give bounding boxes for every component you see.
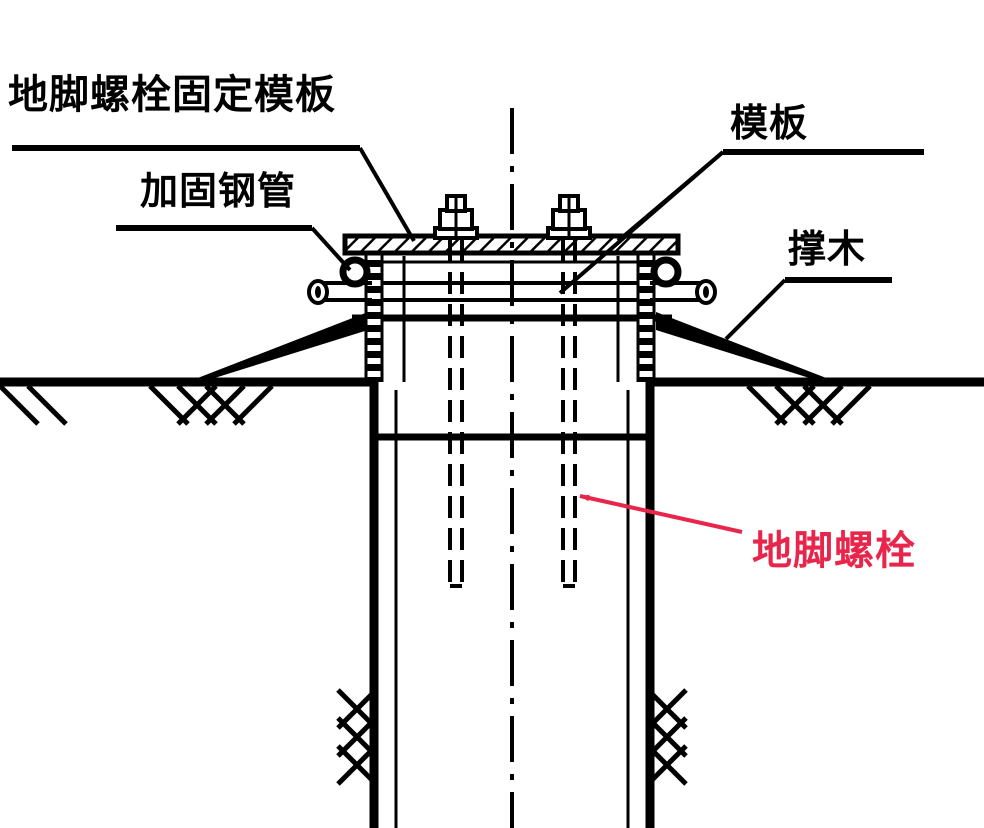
label-anchor-bolt: 地脚螺栓 (752, 528, 916, 574)
ground-hatching-far-left (0, 384, 68, 426)
leader-formwork (558, 149, 924, 295)
anchor-bolt-right (546, 194, 592, 588)
shaft-hatching-right (646, 688, 688, 786)
shaft-hatching-left (336, 688, 378, 786)
ground-hatching-left (148, 384, 274, 426)
pipe-horizontal-left (307, 279, 372, 305)
label-anchor-bolt-fixed-formwork: 地脚螺栓固定模板 (8, 72, 336, 118)
label-formwork: 模板 (730, 101, 809, 145)
brace-right (656, 312, 834, 381)
anchor-bolt-left (433, 194, 479, 588)
leader-brace (724, 277, 892, 341)
pipe-horizontal-right (650, 279, 717, 305)
pipe-ring-right (650, 256, 682, 288)
leader-steel-pipe (116, 225, 352, 272)
brace-left (190, 312, 368, 381)
ground-hatching-right (746, 384, 872, 426)
label-support-timber: 撑木 (788, 227, 867, 271)
leader-anchor-template (12, 145, 416, 243)
anchor-bolt-arrow (579, 494, 743, 534)
label-reinforcing-steel-pipe: 加固钢管 (140, 169, 297, 213)
